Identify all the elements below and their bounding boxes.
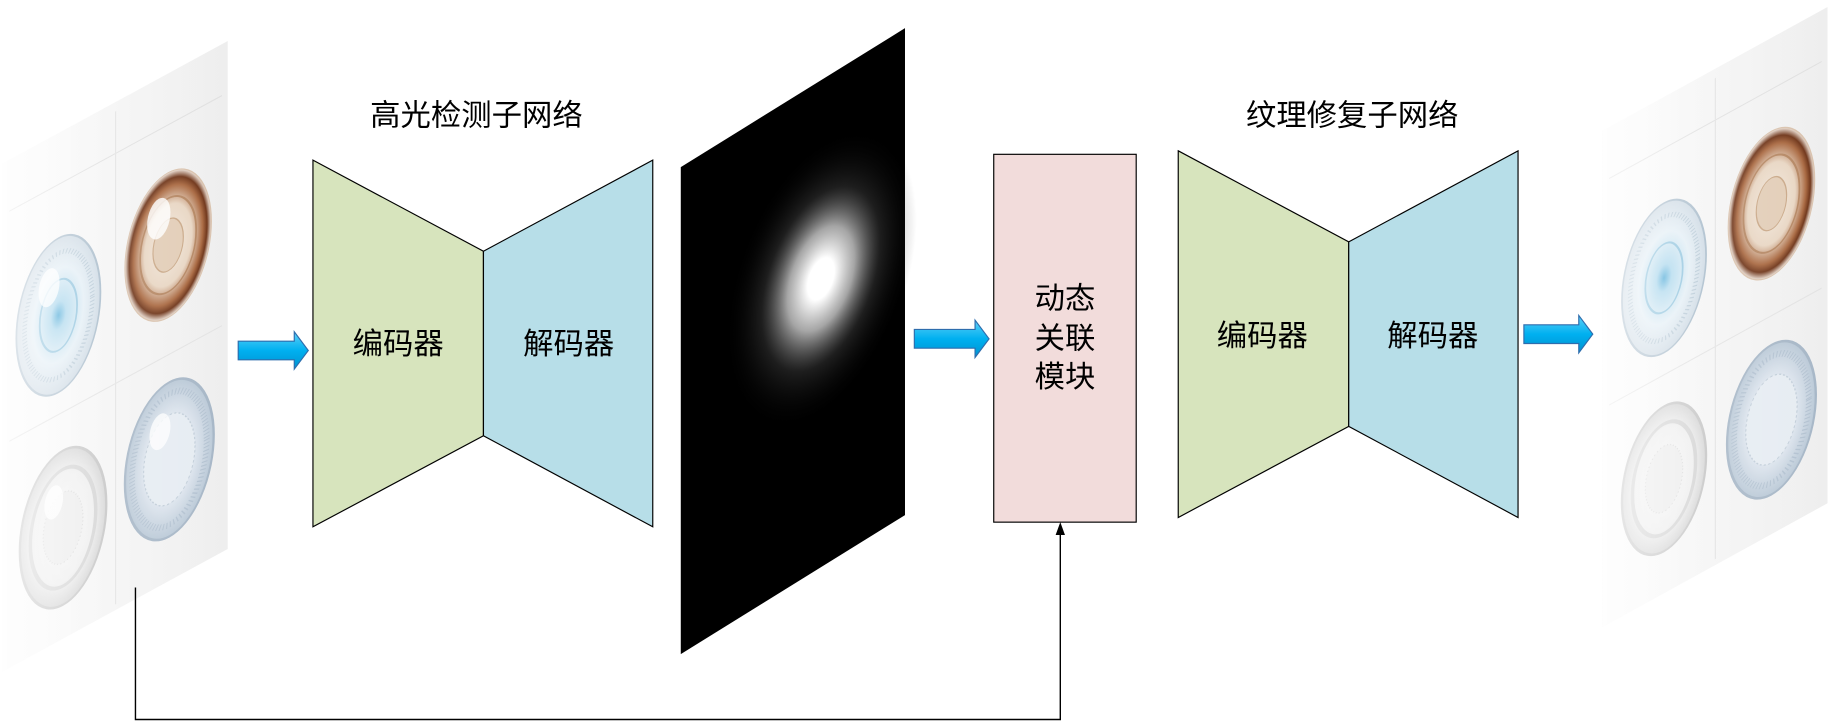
highlight-spot [725, 128, 917, 429]
restoration-network-title: 纹理修复子网络 [1246, 98, 1459, 133]
detection-encoder-label: 编码器 [353, 327, 444, 362]
flow-arrow-icon [237, 330, 310, 371]
restoration-decoder-label: 解码器 [1387, 319, 1478, 354]
input-image [2, 41, 228, 672]
dynamic-association-module: 动态 关联 模块 [993, 153, 1137, 523]
module-label-line-3: 模块 [1035, 360, 1096, 395]
flow-arrow-icon [913, 318, 990, 360]
restoration-network: 编码器 解码器 [1177, 149, 1519, 519]
output-image-fade [1602, 7, 1828, 628]
output-image [1602, 7, 1828, 628]
highlight-map [680, 28, 917, 655]
detection-decoder-block [482, 159, 654, 528]
flow-arrow-icon [1523, 313, 1594, 355]
restoration-decoder-block [1348, 149, 1519, 519]
restoration-encoder-label: 编码器 [1217, 319, 1308, 354]
module-label-line-1: 动态 [1035, 282, 1096, 317]
detection-network-title: 高光检测子网络 [370, 98, 583, 133]
up-arrow-icon [1055, 522, 1065, 535]
module-label-line-2: 关联 [1035, 321, 1096, 356]
input-image-fade [2, 41, 228, 672]
detection-decoder-label: 解码器 [523, 327, 614, 362]
module-box [993, 153, 1137, 523]
detection-network: 编码器 解码器 [312, 159, 654, 528]
skip-connection-line [134, 530, 1061, 721]
